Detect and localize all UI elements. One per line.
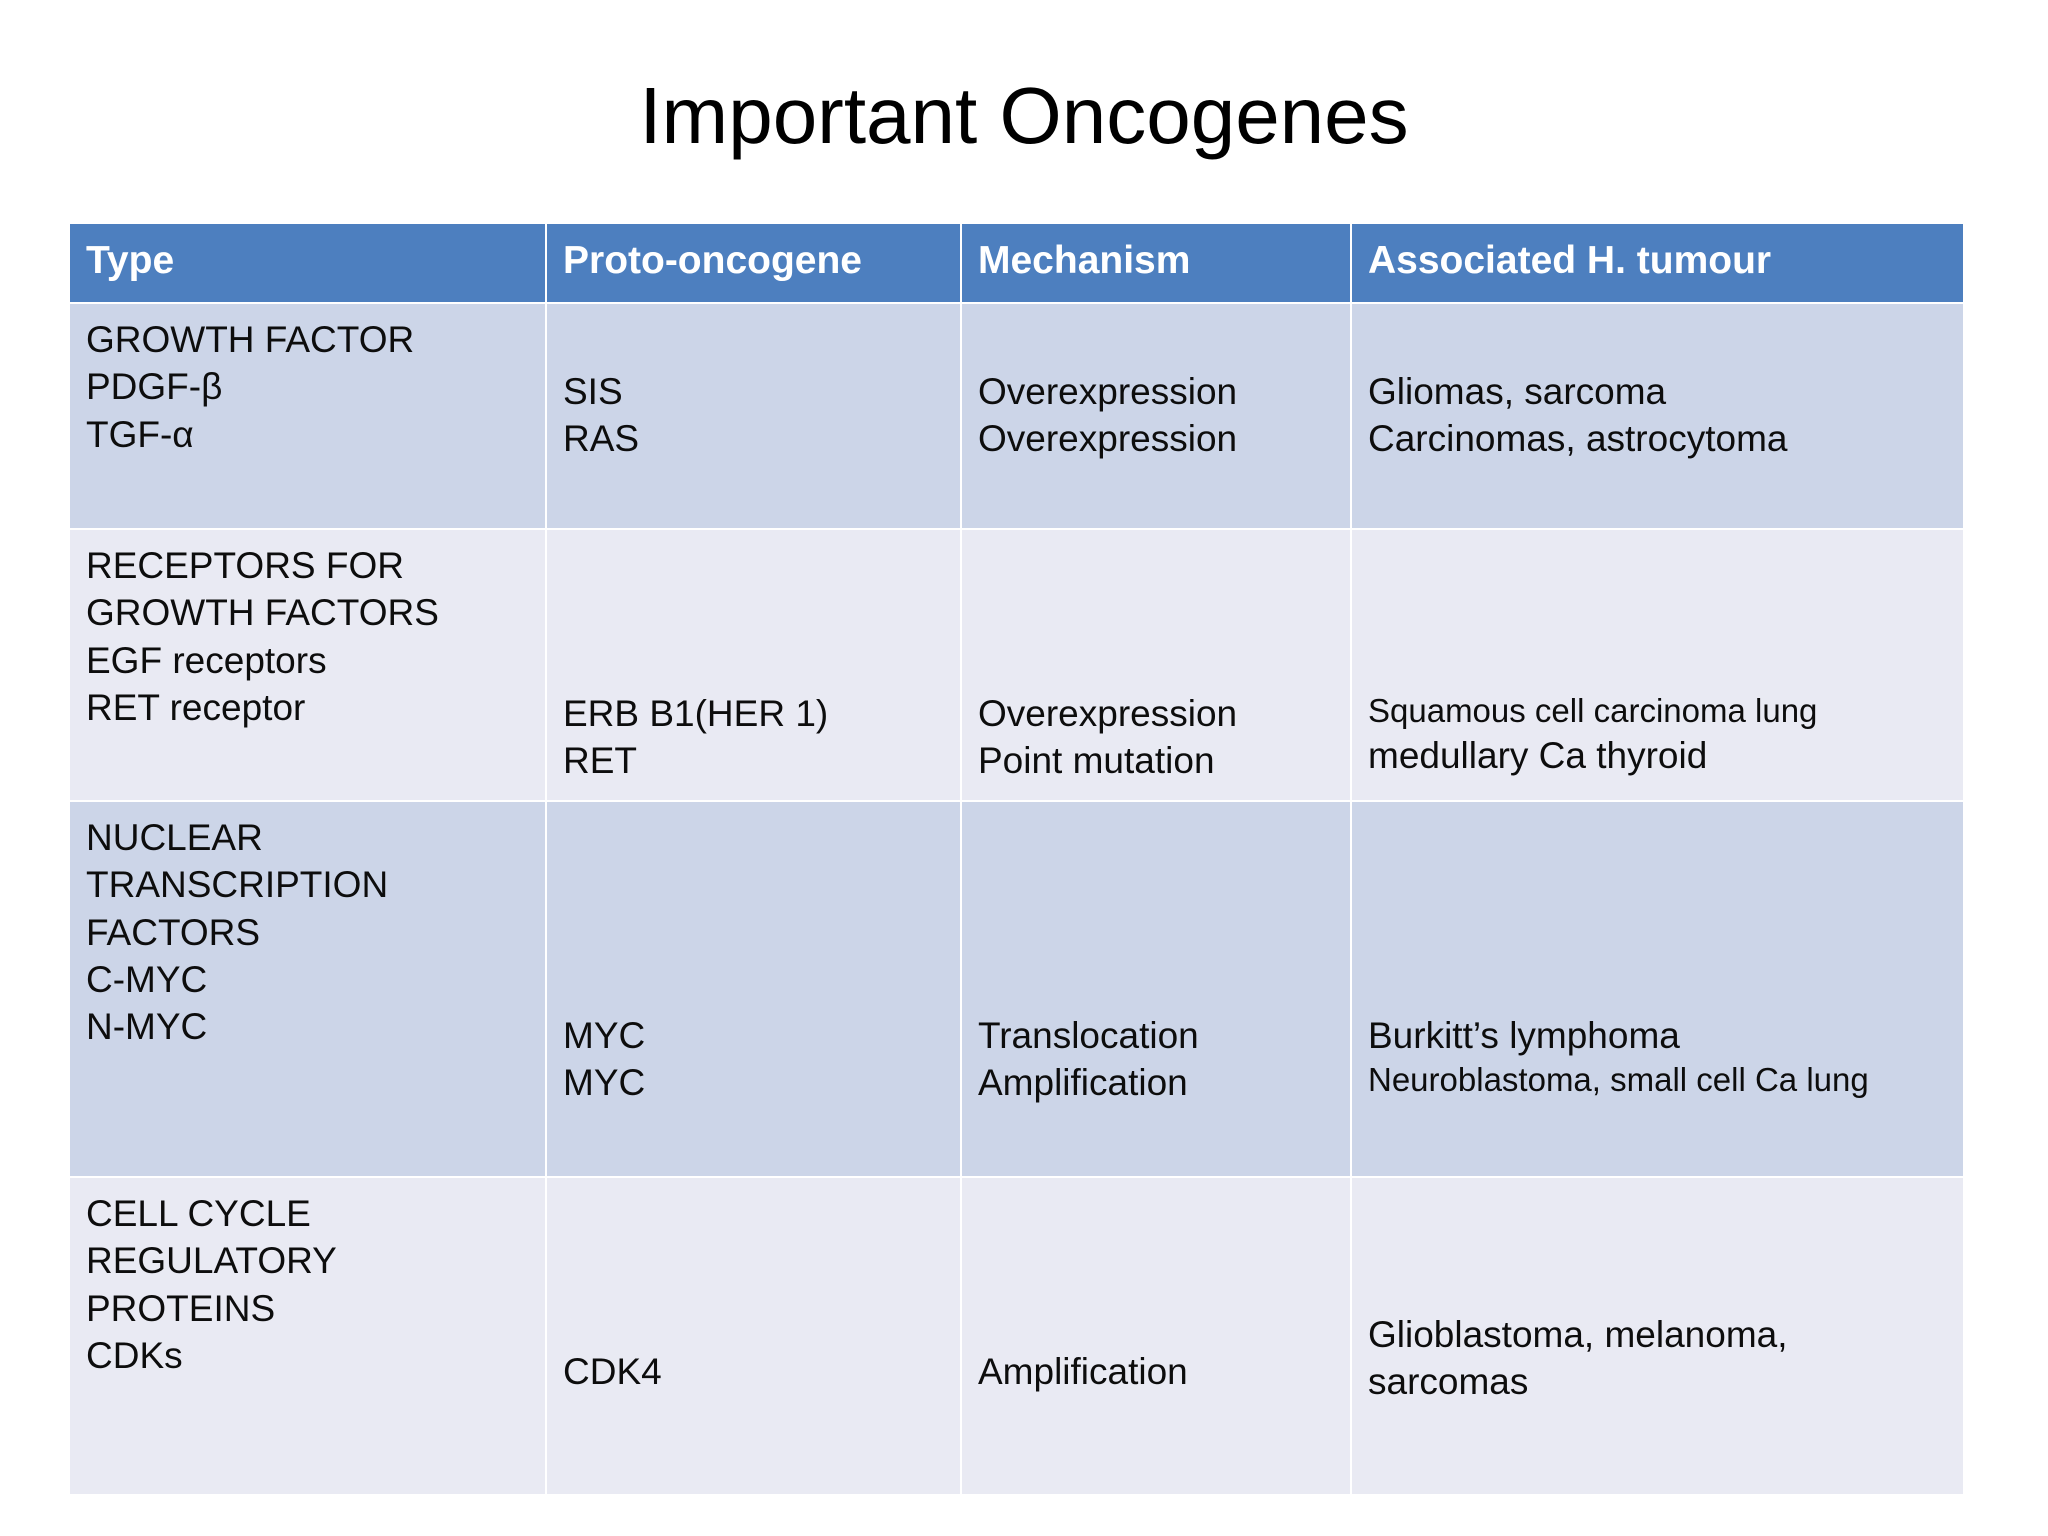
table-row: RECEPTORS FOR GROWTH FACTORS EGF recepto… [70,530,1963,800]
cell-mechanism: Translocation Amplification [962,802,1350,1176]
tumour-line: medullary Ca thyroid [1368,735,1708,777]
proto-line: MYC [563,1062,646,1104]
tumour-line: Burkitt’s lymphoma [1368,1015,1680,1056]
type-line: GROWTH FACTORS [86,592,439,634]
proto-line: RAS [563,418,640,460]
cell-mechanism: Overexpression Point mutation [962,530,1350,800]
column-header-type: Type [70,224,545,302]
cell-type: CELL CYCLE REGULATORY PROTEINS CDKs [70,1178,545,1494]
mechanism-line: Translocation [978,1015,1199,1056]
table-body: GROWTH FACTOR PDGF-β TGF-α SIS RAS [70,304,1963,1494]
type-line: RECEPTORS FOR [86,545,404,586]
cell-proto-oncogene: SIS RAS [547,304,960,528]
tumour-line: Carcinomas, astrocytoma [1368,418,1788,460]
cell-type: NUCLEAR TRANSCRIPTION FACTORS C-MYC N-MY… [70,802,545,1176]
type-line: GROWTH FACTOR [86,319,415,360]
column-header-proto-oncogene: Proto-oncogene [547,224,960,302]
cell-proto-oncogene: CDK4 [547,1178,960,1494]
type-line: PROTEINS [86,1287,276,1329]
mechanism-line: Overexpression [978,371,1238,412]
type-line: RET receptor [86,687,306,729]
tumour-line: Gliomas, sarcoma [1368,371,1667,412]
cell-associated-tumour: Burkitt’s lymphoma Neuroblastoma, small … [1352,802,1963,1176]
column-header-associated-tumour: Associated H. tumour [1352,224,1963,302]
mechanism-line: Point mutation [978,740,1215,782]
proto-line: SIS [563,371,623,412]
mechanism-line: Amplification [978,1062,1188,1104]
mechanism-line: Overexpression [978,693,1238,734]
proto-line: ERB B1(HER 1) [563,693,829,734]
cell-associated-tumour: Glioblastoma, melanoma, sarcomas [1352,1178,1963,1494]
table-header-row: Type Proto-oncogene Mechanism Associated… [70,224,1963,302]
mechanism-line: Overexpression [978,418,1238,460]
type-line: TRANSCRIPTION [86,864,389,906]
type-line: CDKs [86,1335,183,1377]
type-line: NUCLEAR [86,817,263,858]
type-line: PDGF-β [86,366,223,408]
cell-mechanism: Overexpression Overexpression [962,304,1350,528]
cell-mechanism: Amplification [962,1178,1350,1494]
type-line: REGULATORY [86,1240,337,1282]
cell-associated-tumour: Squamous cell carcinoma lung medullary C… [1352,530,1963,800]
table-header: Type Proto-oncogene Mechanism Associated… [70,224,1963,302]
oncogene-table-wrapper: Type Proto-oncogene Mechanism Associated… [68,222,1963,1496]
table-row: GROWTH FACTOR PDGF-β TGF-α SIS RAS [70,304,1963,528]
type-line: FACTORS [86,911,261,953]
proto-line: RET [563,740,637,782]
cell-type: RECEPTORS FOR GROWTH FACTORS EGF recepto… [70,530,545,800]
type-line: N-MYC [86,1006,208,1048]
tumour-line: Neuroblastoma, small cell Ca lung [1368,1061,1869,1099]
column-header-mechanism: Mechanism [962,224,1350,302]
tumour-line: Squamous cell carcinoma lung [1368,692,1818,729]
proto-line: CDK4 [563,1351,662,1392]
proto-line: MYC [563,1015,646,1056]
tumour-line: Glioblastoma, melanoma, sarcomas [1368,1314,1788,1402]
table-row: CELL CYCLE REGULATORY PROTEINS CDKs CDK4 [70,1178,1963,1494]
cell-proto-oncogene: MYC MYC [547,802,960,1176]
mechanism-line: Amplification [978,1351,1188,1392]
type-line: C-MYC [86,959,208,1001]
type-line: TGF-α [86,413,194,455]
table-row: NUCLEAR TRANSCRIPTION FACTORS C-MYC N-MY… [70,802,1963,1176]
cell-type: GROWTH FACTOR PDGF-β TGF-α [70,304,545,528]
oncogene-table: Type Proto-oncogene Mechanism Associated… [68,222,1965,1496]
cell-proto-oncogene: ERB B1(HER 1) RET [547,530,960,800]
cell-associated-tumour: Gliomas, sarcoma Carcinomas, astrocytoma [1352,304,1963,528]
page-title: Important Oncogenes [639,71,1409,160]
type-line: CELL CYCLE [86,1193,311,1234]
type-line: EGF receptors [86,639,327,681]
